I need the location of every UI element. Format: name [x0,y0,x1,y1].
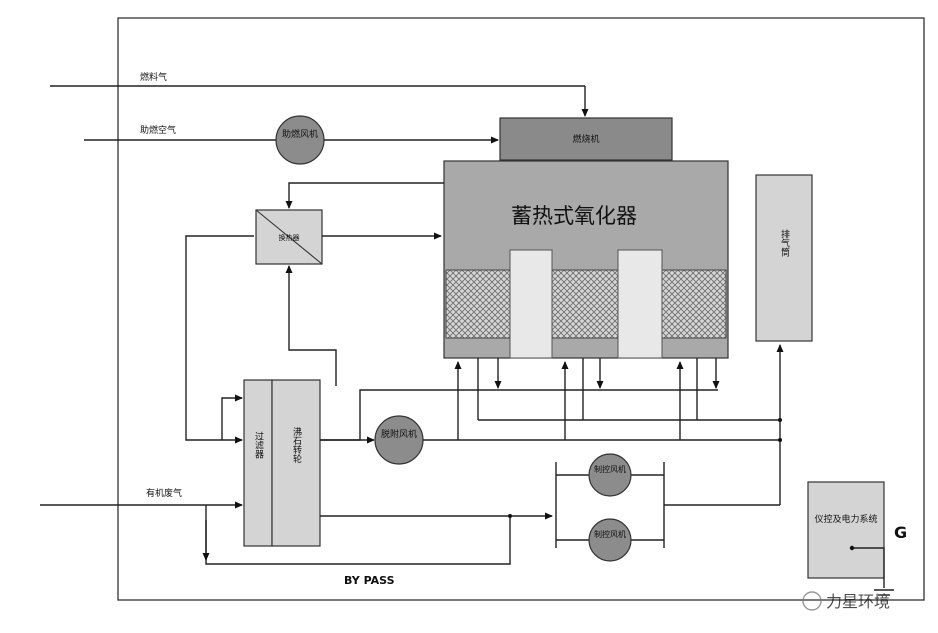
exhaust-stack-label: 排气筒 [779,228,790,257]
ceramic-bed-3 [661,269,727,339]
desorption-fan-label: 脱附风机 [381,428,417,440]
rto-pillar-2 [617,249,663,359]
control-system-label: 仪控及电力系统 [814,513,877,525]
junction-dot-2 [778,438,782,442]
ceramic-bed-2 [551,269,619,339]
ground-terminal [849,545,855,551]
filter-side-inlet [221,394,243,440]
rto-label: 蓄热式氧化器 [511,204,637,228]
main-fan-2 [588,518,632,562]
main-fan-1-label: 制控风机 [594,464,626,474]
junction-dot-1 [778,418,782,422]
filter [243,379,273,547]
watermark: 力星环境 [802,591,890,611]
filter-label: 过滤器 [253,430,264,458]
ground-wire [852,547,885,588]
burner [499,117,673,161]
junction-dot-3 [508,514,512,518]
bypass-label: BY PASS [344,574,395,587]
zeolite-rotor-label: 沸石转轮 [291,426,302,463]
ceramic-bed-1 [445,269,511,339]
watermark-label: 力星环境 [826,592,890,611]
organic-gas-label: 有机废气 [146,487,182,499]
rto-to-hx-line [285,182,444,209]
main-fan-1 [588,453,632,497]
boundary-frame [117,17,925,601]
rto-pillar-1 [509,249,553,359]
exhaust-stack [755,174,813,342]
combustion-fan-label: 助燃风机 [282,128,318,140]
combustion-air-label: 助燃空气 [140,124,176,136]
desorption-fan [374,415,424,465]
rotor-to-hx-line [285,265,337,386]
combustion-fan [275,115,325,165]
hx-left-loop [185,235,254,444]
main-fan-2-label: 制控风机 [594,529,626,539]
control-system-panel [807,481,885,579]
burner-label: 燃烧机 [572,133,599,145]
watermark-icon [802,591,822,611]
zeolite-rotor [271,379,321,547]
heat-exchanger-label: 换热器 [279,233,300,242]
ground-mark-label: G [894,523,907,542]
heat-exchanger-diagonal [255,209,323,265]
fuel-gas-label: 燃料气 [140,71,167,83]
